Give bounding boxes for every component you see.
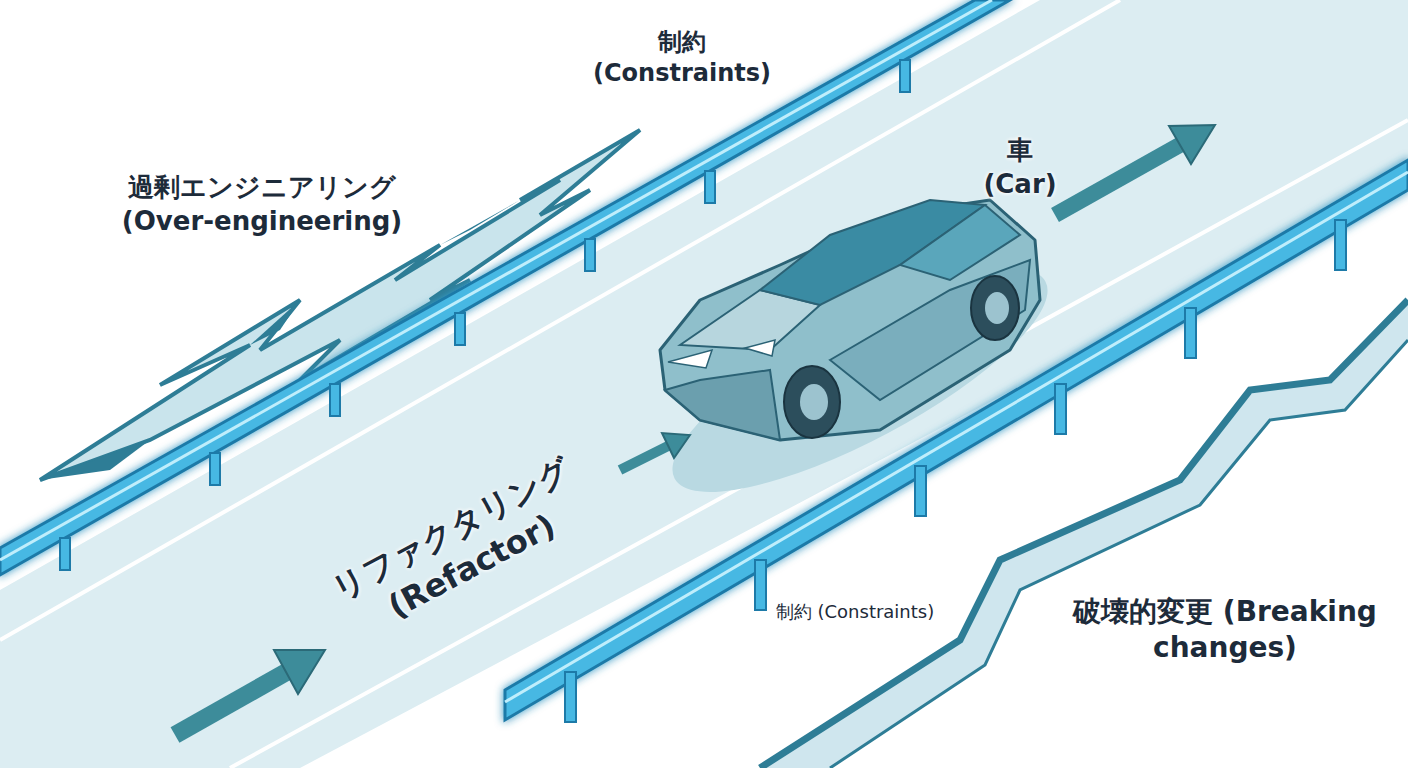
- guardrail-post: [900, 60, 910, 92]
- guardrail-post: [455, 313, 465, 345]
- arrow-head: [274, 650, 325, 694]
- car-wheel: [971, 276, 1019, 340]
- guardrail-post: [330, 384, 340, 416]
- car-wheel: [784, 366, 840, 438]
- guardrail-post: [755, 560, 766, 610]
- guardrail-post: [1055, 384, 1066, 434]
- arrow-head: [1169, 125, 1215, 164]
- car-wheel-hub: [800, 384, 828, 420]
- guardrail-post: [1335, 220, 1346, 270]
- crack-shard: [40, 130, 640, 480]
- crack-shard: [440, 200, 520, 245]
- guardrail-post: [585, 239, 595, 271]
- arrow-shaft: [620, 444, 672, 470]
- guardrail-highlight: [0, 0, 992, 560]
- guardrail-post: [915, 466, 926, 516]
- car-body: [660, 200, 1040, 440]
- arrow-head: [662, 433, 690, 458]
- road-edge-line: [230, 120, 1408, 768]
- car-headlight: [668, 350, 712, 368]
- guardrail-post: [565, 672, 576, 722]
- direction-label: リファクタリング (Refactor): [314, 443, 609, 653]
- car-side-window: [900, 205, 1020, 280]
- guardrail-post: [60, 538, 70, 570]
- car-illustration: [646, 200, 1073, 532]
- car-headlight: [745, 340, 775, 356]
- car-bumper: [665, 370, 780, 440]
- car-side-panel: [830, 260, 1030, 400]
- constraint-label: 制約 (Constraints): [582, 27, 782, 89]
- guardrail: [505, 160, 1408, 720]
- arrow-shaft: [1055, 142, 1185, 215]
- car-label: 車 (Car): [978, 134, 1063, 202]
- lane-line: [0, 0, 1120, 640]
- hazard-label: 破壊的変更 (Breaking changes): [1068, 594, 1383, 667]
- hazard-label: 過剰エンジニアリング (Over-engineering): [112, 171, 412, 239]
- crack-shard: [250, 300, 300, 345]
- guardrail-post: [1185, 308, 1196, 358]
- guardrail-post: [705, 171, 715, 203]
- guardrail-highlight: [505, 172, 1408, 702]
- car-wheel-hub: [985, 292, 1009, 324]
- guardrail-post: [210, 453, 220, 485]
- constraint-label: 制約 (Constraints): [775, 600, 935, 623]
- arrow-shaft: [175, 670, 290, 735]
